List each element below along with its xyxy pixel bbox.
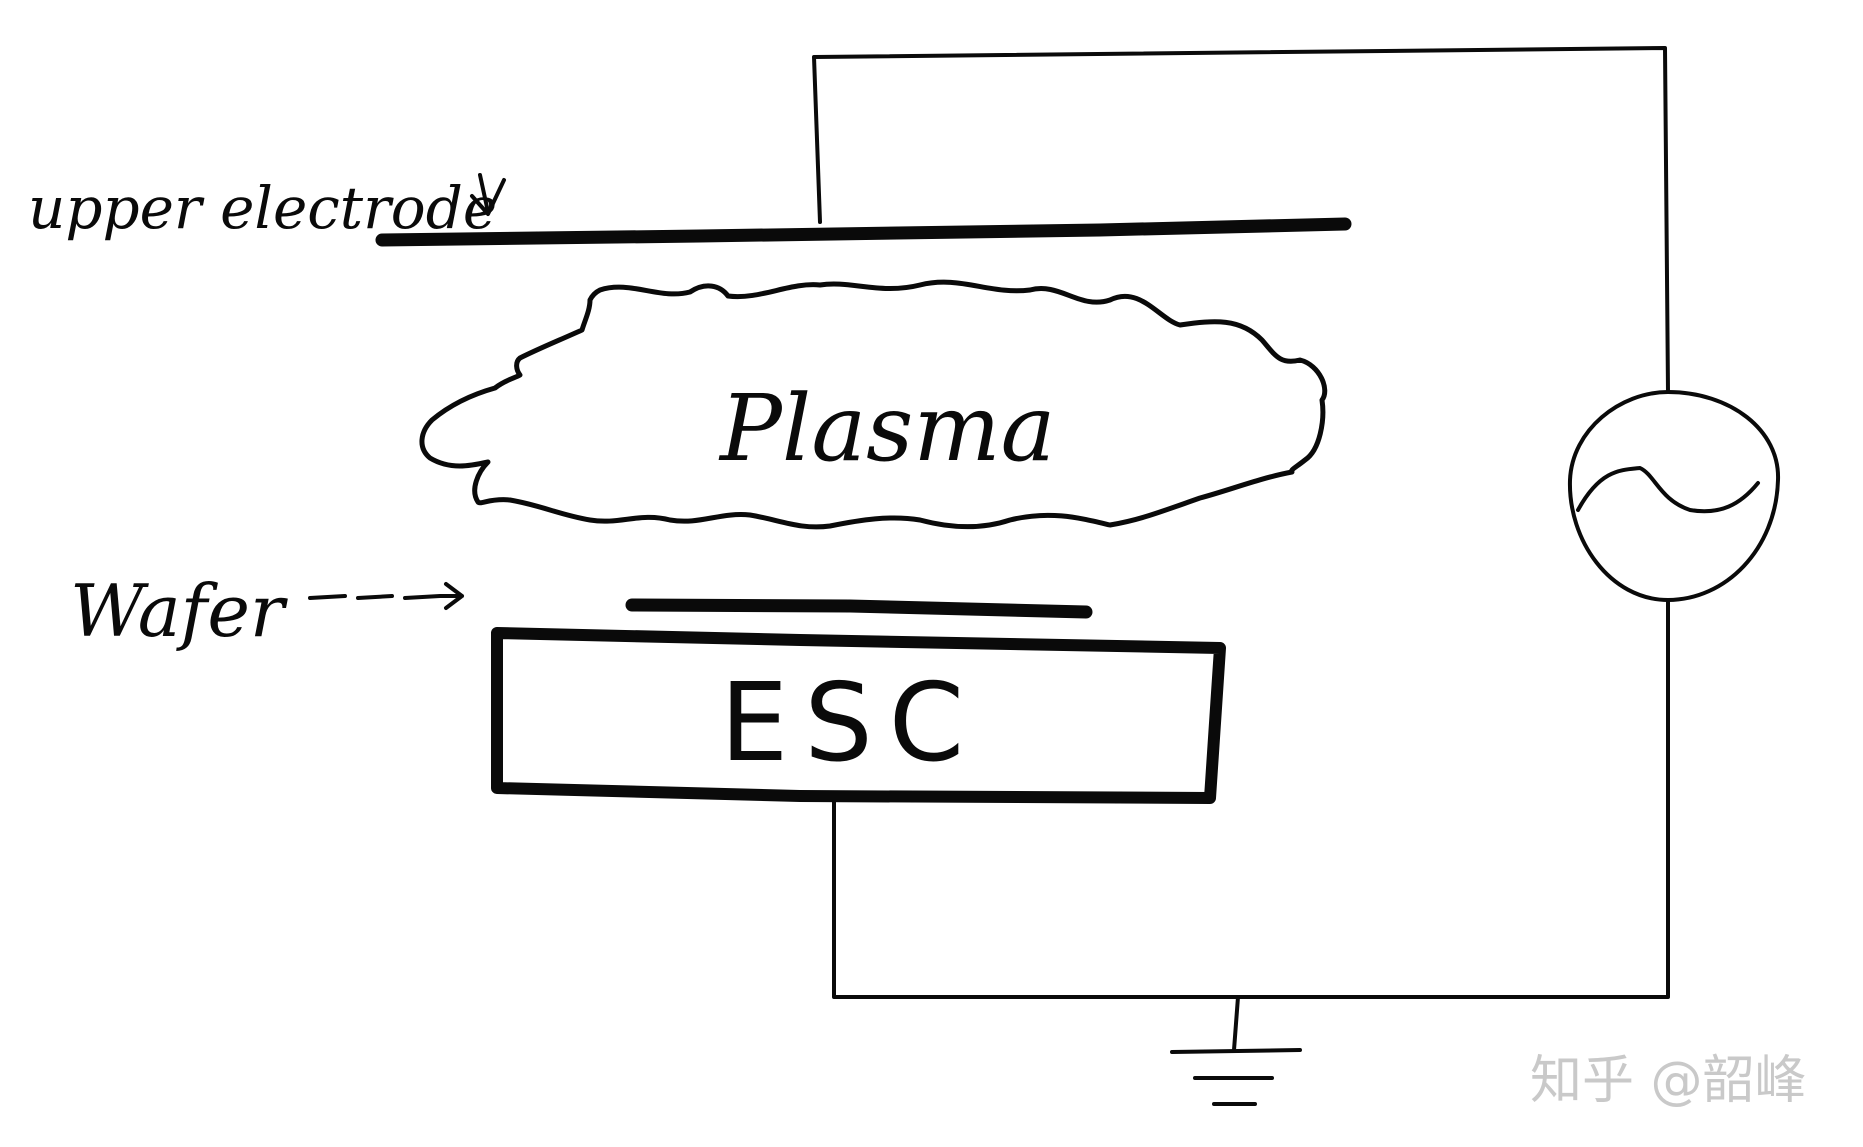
- ground-icon: [1170, 1048, 1302, 1106]
- esc-label: ESC: [720, 661, 980, 786]
- wafer-plate: [625, 598, 1093, 619]
- upper-electrode-plate: [375, 217, 1352, 247]
- plasma-cloud: [419, 279, 1328, 530]
- upper-electrode-arrow-icon: [470, 173, 506, 216]
- esc-box: [491, 627, 1226, 804]
- wafer-arrow-icon: [308, 582, 464, 610]
- ac-source-icon: [1567, 390, 1781, 602]
- source-to-ground-lead: [832, 598, 1670, 999]
- upper-electrode-lead: [812, 46, 1670, 394]
- ground-lead: [1232, 995, 1240, 1052]
- plasma-label: Plasma: [718, 375, 1055, 482]
- watermark: 知乎 @韶峰: [1530, 1051, 1807, 1111]
- circuit-wires: [812, 46, 1670, 1052]
- wafer-label: Wafer: [70, 569, 288, 653]
- upper-electrode-label: upper electrode: [28, 174, 497, 242]
